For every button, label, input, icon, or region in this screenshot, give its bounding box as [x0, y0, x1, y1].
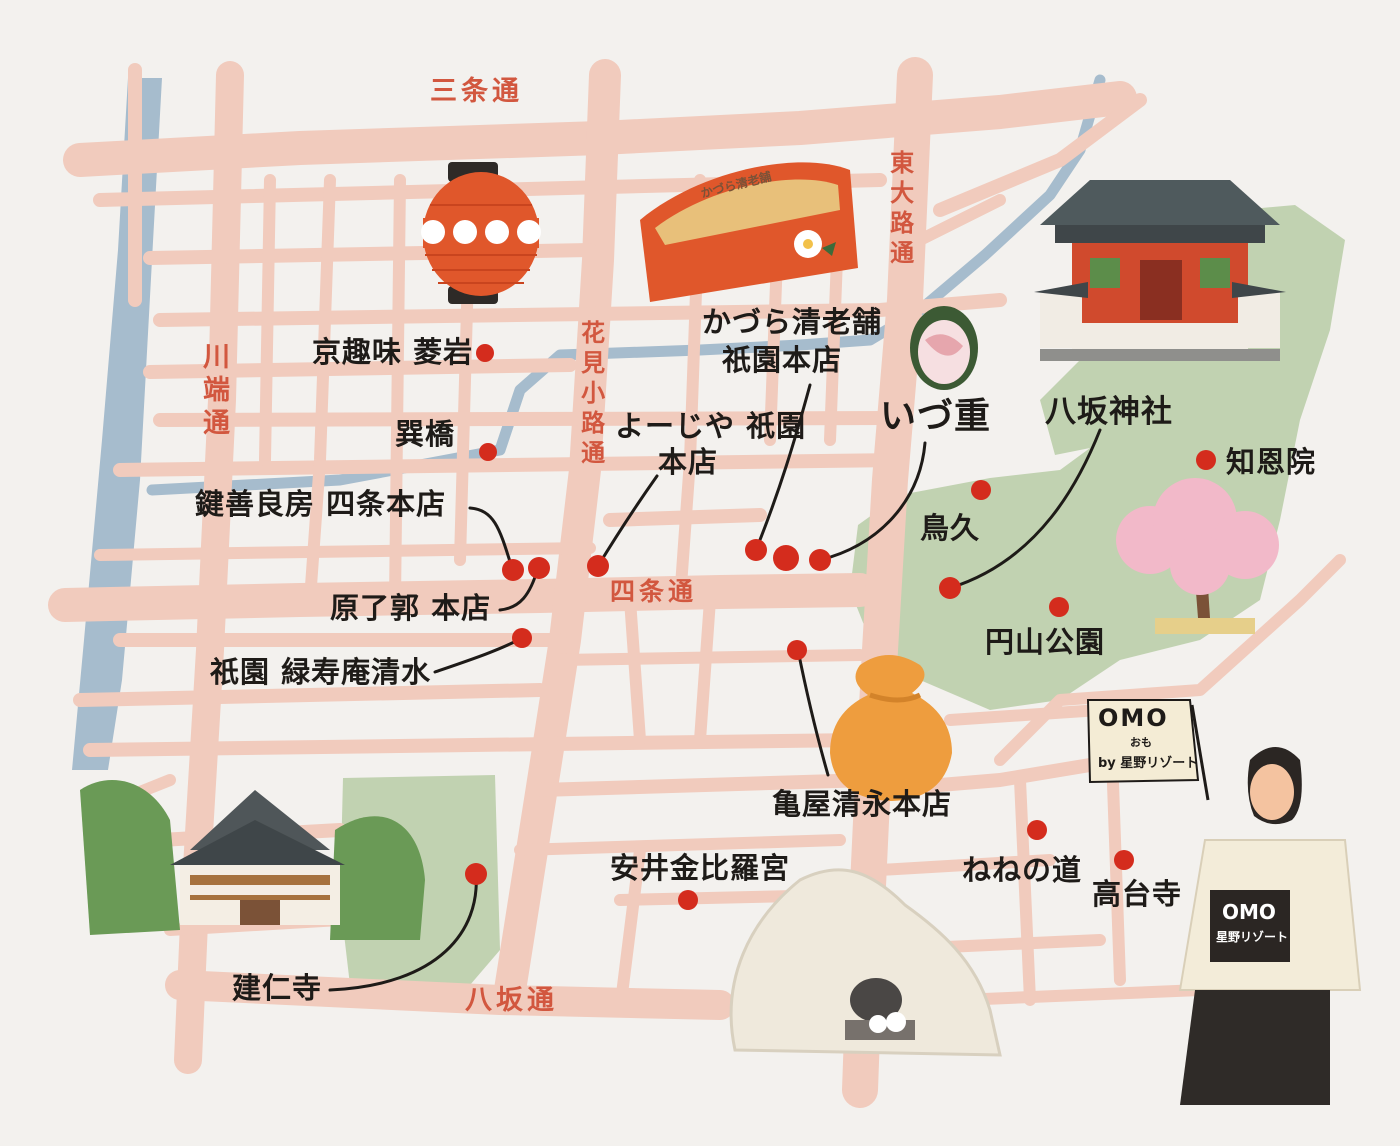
marker-harachohachi [528, 557, 550, 579]
leader-kazurasei [754, 383, 812, 552]
place-label-ryokujuan: 祇園 緑寿庵清水 [210, 655, 432, 689]
flag-subtitle: by 星野リゾート [1098, 756, 1199, 771]
leader-yojiya [596, 474, 659, 568]
leader-yasaka [948, 428, 1102, 590]
leader-kenninji [328, 872, 478, 992]
place-label-kazurasei-line2: 祇園本店 [722, 343, 843, 377]
place-label-kyoshumi-hishiiwa: 京趣味 菱岩 [312, 335, 474, 369]
yasaka-shrine-illustration [1034, 180, 1286, 361]
marker-kenninji [465, 863, 487, 885]
marker-izuju-a [773, 545, 799, 571]
road-sanjo [63, 81, 1137, 177]
traveler-illustration [1178, 747, 1362, 1105]
lantern-illustration [421, 162, 541, 304]
cherry-tree-illustration [1116, 478, 1279, 634]
flag-logo: OMO [1098, 704, 1169, 732]
marker-kyoshumi [476, 344, 494, 362]
place-label-izuju: いづ重 [880, 396, 992, 437]
place-label-maruyama: 円山公園 [985, 625, 1106, 659]
kenninji-illustration [80, 780, 425, 940]
marker-kagizen [502, 559, 524, 581]
marker-kameya [787, 640, 807, 660]
flag-kana: おも [1130, 736, 1152, 749]
yasui-rock-illustration [729, 868, 1002, 1057]
flag-illustration [1086, 699, 1210, 801]
road-label-kawabata: 川端通 [198, 342, 230, 441]
road-west-vertical [174, 61, 244, 1074]
bag-subtitle: 星野リゾート [1216, 930, 1289, 944]
marker-torikyu [971, 480, 991, 500]
leader-lines [328, 383, 1102, 992]
road-label-higashioji: 東大路通 [885, 150, 914, 270]
place-label-yasaka-jinja: 八坂神社 [1045, 394, 1173, 430]
marker-izuju-b [809, 549, 831, 571]
leader-kagizen [468, 506, 514, 570]
road-label-shijo: 四条通 [610, 577, 698, 606]
sushi-illustration [910, 306, 978, 390]
markers [465, 344, 1216, 910]
place-label-chionin: 知恩院 [1226, 445, 1317, 479]
marker-kodaiji [1114, 850, 1134, 870]
place-label-kazurasei-line1: かづら清老舗 [702, 305, 883, 339]
road-hanamikoji [494, 59, 621, 1006]
place-label-torikyu: 鳥久 [920, 511, 981, 545]
road-label-yasaka: 八坂通 [465, 985, 558, 1016]
marker-yasui [678, 890, 698, 910]
marker-tatsumibashi [479, 443, 497, 461]
place-label-yasui-konpiragu: 安井金比羅宮 [610, 851, 791, 885]
marker-ryokujuan [512, 628, 532, 648]
kinchaku-illustration [830, 655, 952, 801]
road-label-sanjo: 三条通 [430, 76, 523, 107]
marker-yojiya [587, 555, 609, 577]
leader-kameya [796, 648, 830, 777]
place-label-kagizen: 鍵善良房 四条本店 [195, 487, 447, 521]
leader-izuju [818, 441, 927, 562]
place-label-kameya: 亀屋清永本店 [772, 787, 953, 821]
marker-maruyama [1049, 597, 1069, 617]
road-yasaka [165, 970, 735, 1020]
marker-yasaka [939, 577, 961, 599]
place-label-harachohachi: 原了郭 本店 [330, 591, 492, 625]
comb-illustration [640, 162, 858, 302]
place-label-kodaiji: 高台寺 [1092, 877, 1183, 911]
bag-logo: OMO [1222, 900, 1276, 924]
shirakawa-canal [146, 74, 1106, 496]
place-label-yojiya-line1: よーじや 祇園 [615, 409, 807, 443]
marker-kazurasei [745, 539, 767, 561]
marker-chionin [1196, 450, 1216, 470]
place-label-tatsumibashi: 巽橋 [395, 417, 456, 451]
place-label-nene-no-michi: ねねの道 [962, 853, 1083, 887]
road-label-hanamikoji: 花見小路通 [576, 320, 605, 470]
place-label-yojiya-line2: 本店 [658, 445, 719, 479]
road-network [48, 57, 1346, 1108]
marker-nene [1027, 820, 1047, 840]
place-label-kenninji: 建仁寺 [232, 971, 323, 1005]
